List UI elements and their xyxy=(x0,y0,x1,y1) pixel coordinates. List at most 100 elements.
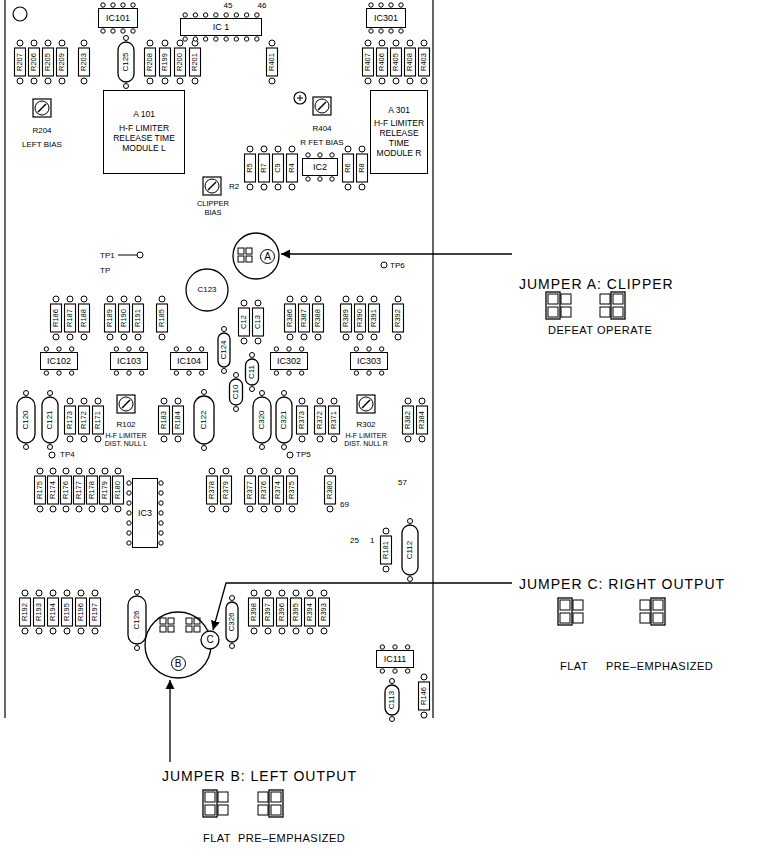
solder-pad xyxy=(209,468,215,474)
solder-pad xyxy=(365,40,371,46)
solder-pad xyxy=(395,334,401,340)
part-label: C12 xyxy=(240,315,249,329)
ic-pin xyxy=(354,347,358,351)
part-label: R184 xyxy=(174,411,183,429)
ic-pin xyxy=(389,3,393,7)
part-label: C10 xyxy=(231,385,240,400)
part-label: R8 xyxy=(358,163,367,173)
solder-pad xyxy=(359,184,365,190)
ic-pin xyxy=(131,29,135,33)
capacitor-body xyxy=(194,396,214,444)
part-label: R392 xyxy=(394,309,403,327)
resistor-symbol xyxy=(173,398,184,442)
ic-pin xyxy=(121,3,125,7)
resistor-body xyxy=(391,48,402,76)
solder-pad xyxy=(59,40,65,46)
solder-pad xyxy=(279,628,285,634)
resistor-body xyxy=(35,476,46,504)
board-text: 1 xyxy=(370,536,374,545)
ic-pin xyxy=(379,347,383,351)
ic-pin xyxy=(127,491,131,495)
solder-pad xyxy=(395,296,401,302)
solder-pad xyxy=(321,628,327,634)
solder-pad xyxy=(275,146,281,152)
solder-pad xyxy=(405,436,411,442)
ic-pin xyxy=(111,29,115,33)
solder-pad xyxy=(269,40,275,46)
solder-pad xyxy=(17,78,23,84)
part-label: R192 xyxy=(21,603,30,621)
resistor-body xyxy=(403,406,414,434)
resistor-body xyxy=(297,406,308,434)
board-text: R302 xyxy=(356,420,375,429)
resistor-symbol xyxy=(175,40,186,84)
part-label: R196 xyxy=(77,603,86,621)
leader-arrow xyxy=(169,680,170,762)
resistor-body xyxy=(157,304,168,332)
solder-pad xyxy=(331,436,337,442)
ic-pin xyxy=(174,347,178,351)
resistor-body xyxy=(329,406,340,434)
solder-pad xyxy=(81,40,87,46)
trimpot-symbol xyxy=(203,177,221,195)
ic-pin xyxy=(369,29,373,33)
ic-pins xyxy=(44,3,410,673)
resistor-symbol xyxy=(305,590,316,634)
ic-pin xyxy=(255,37,259,41)
board-edge xyxy=(432,0,433,718)
resistor-symbol xyxy=(249,590,260,634)
part-label: R208 xyxy=(146,53,155,71)
component-shapes xyxy=(15,36,430,722)
ic-pin xyxy=(330,177,334,181)
ic-pin xyxy=(127,347,131,351)
resistor-symbol xyxy=(273,146,284,190)
solder-pad xyxy=(107,296,113,302)
ic-pin xyxy=(69,347,73,351)
solder-pad xyxy=(92,628,98,634)
ic-pin xyxy=(306,177,310,181)
solder-pad xyxy=(135,334,141,340)
capacitor-body xyxy=(226,602,238,642)
resistor-body xyxy=(79,304,90,332)
solder-pad xyxy=(260,391,265,396)
solder-pad xyxy=(159,334,165,340)
board-text: TP5 xyxy=(296,450,311,459)
resistor-body xyxy=(417,406,428,434)
ic-pin xyxy=(44,371,48,375)
capacitor-body xyxy=(230,379,243,405)
solder-pad xyxy=(76,506,82,512)
ic-pin xyxy=(69,371,73,375)
solder-pad xyxy=(371,296,377,302)
part-label: R403 xyxy=(420,53,429,71)
callout-text: JUMPER C: RIGHT OUTPUT xyxy=(519,576,725,592)
solder-pad xyxy=(161,436,167,442)
solder-pad xyxy=(299,436,305,442)
callout-text: PRE–EMPHASIZED xyxy=(238,832,345,845)
jumper-setting-icon xyxy=(600,292,625,319)
solder-pad xyxy=(269,78,275,84)
part-label: C326 xyxy=(227,612,236,631)
ic-pin xyxy=(199,347,203,351)
part-label: R201 xyxy=(191,53,200,71)
leader-arrow xyxy=(281,253,512,254)
solder-pad xyxy=(261,146,267,152)
part-label: R396 xyxy=(278,603,287,621)
part-label: R177 xyxy=(75,481,84,499)
ic-pin xyxy=(367,371,371,375)
solder-pad xyxy=(265,590,271,596)
ic-pin xyxy=(214,37,218,41)
solder-pad xyxy=(124,84,129,89)
solder-pad xyxy=(135,590,140,595)
ic-pin xyxy=(183,13,187,17)
resistor-body xyxy=(277,598,288,626)
solder-pad xyxy=(408,577,413,582)
part-label: R6 xyxy=(344,163,353,173)
part-label: R379 xyxy=(222,481,231,499)
solder-pad xyxy=(31,78,37,84)
part-label: R146 xyxy=(420,687,429,705)
resistor-symbol xyxy=(105,296,116,340)
solder-pad xyxy=(359,146,365,152)
ic-pin xyxy=(318,153,322,157)
resistor-body xyxy=(65,304,76,332)
solder-pad xyxy=(421,674,427,680)
